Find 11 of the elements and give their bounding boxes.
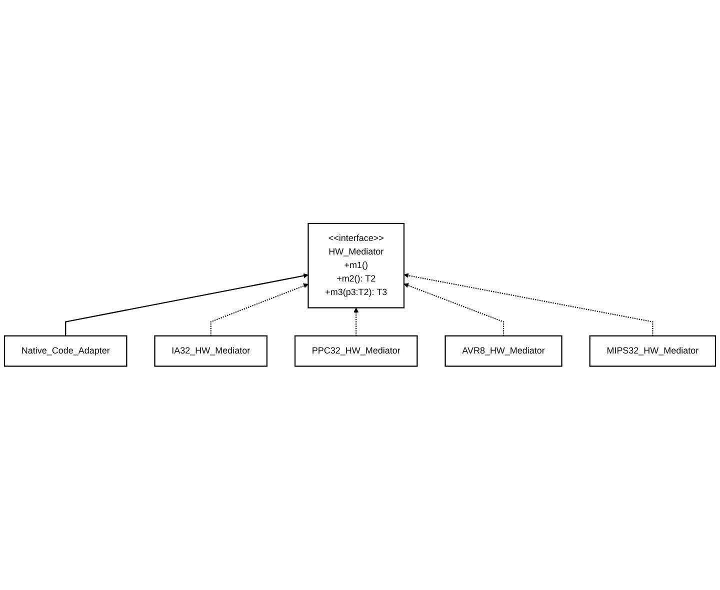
arrow (65, 273, 308, 336)
node-box: <<interface>> HW_Mediator +m1() +m2(): T2 +m3(p3:T2): T3 (308, 223, 405, 308)
node-box: PPC32_HW_Mediator (294, 335, 418, 367)
arrow (210, 284, 308, 336)
arrow (404, 283, 504, 336)
arrow (354, 308, 359, 336)
node-box: IA32_HW_Mediator (154, 335, 268, 367)
node-box: AVR8_HW_Mediator (444, 335, 562, 367)
arrow (404, 273, 654, 336)
node-box: MIPS32_HW_Mediator (589, 335, 716, 367)
node-box: Native_Code_Adapter (4, 335, 128, 367)
